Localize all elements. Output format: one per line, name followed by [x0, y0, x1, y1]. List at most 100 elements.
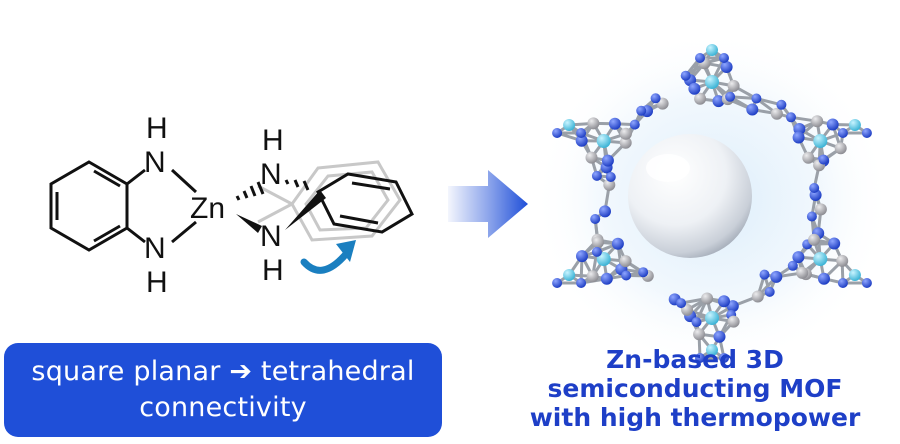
carbon-atom — [836, 254, 849, 267]
nitrogen-atom — [792, 131, 805, 144]
nitrogen-atom — [837, 278, 848, 288]
nitrogen-atom — [650, 93, 661, 104]
carbon-atom — [802, 151, 815, 164]
nitrogen-atom — [720, 61, 733, 73]
atom-h: H — [262, 124, 284, 157]
nitrogen-atom — [601, 154, 614, 167]
nitrogen-atom — [576, 278, 587, 288]
atom-n: N — [144, 146, 166, 179]
atom-n: N — [260, 158, 282, 191]
nitrogen-atom — [861, 128, 872, 138]
nitrogen-atom — [638, 267, 649, 278]
zinc-atom — [705, 311, 719, 325]
nitrogen-atom — [718, 295, 730, 308]
nitrogen-atom — [725, 91, 736, 102]
wedge-bond-ring — [285, 190, 326, 230]
atom-zn: Zn — [190, 192, 225, 225]
nitrogen-atom — [770, 270, 783, 283]
zinc-atom — [563, 119, 576, 131]
nitrogen-atom — [591, 170, 602, 181]
nitrogen-atom — [818, 272, 830, 285]
nitrogen-atom — [719, 53, 729, 63]
zinc-atom — [705, 75, 719, 89]
nitrogen-atom — [599, 205, 611, 218]
atom-n: N — [144, 232, 166, 265]
nitrogen-atom — [719, 353, 729, 363]
carbon-atom — [770, 107, 783, 120]
carbon-atom — [701, 292, 714, 305]
nitrogen-atom — [751, 93, 762, 104]
nitrogen-atom — [576, 250, 588, 263]
zinc-atom — [596, 134, 611, 148]
hashed-bond-ring-top — [284, 179, 310, 191]
right-benzene-ring — [316, 172, 414, 234]
nitrogen-atom — [621, 270, 632, 281]
nitrogen-atom — [861, 278, 872, 288]
carbon-atom — [808, 233, 821, 246]
nitrogen-atom — [605, 172, 616, 182]
zinc-atom — [706, 44, 718, 56]
nitrogen-atom — [826, 118, 839, 131]
nitrogen-atom — [776, 99, 787, 110]
nitrogen-atom — [680, 70, 691, 81]
zinc-atom — [848, 269, 861, 281]
nitrogen-atom — [726, 300, 739, 313]
zinc-atom — [706, 344, 718, 356]
zinc-atom — [813, 134, 828, 148]
left-benzene-ring — [49, 160, 129, 252]
wedge-bond — [236, 214, 262, 233]
carbon-atom — [592, 236, 604, 249]
nitrogen-atom — [576, 128, 587, 138]
nitrogen-atom — [806, 211, 817, 222]
hashed-bond — [235, 181, 265, 201]
nitrogen-atom — [600, 272, 613, 285]
nitrogen-atom — [590, 214, 601, 224]
framework-atoms-front — [552, 44, 872, 363]
nitrogen-atom — [787, 260, 798, 271]
carbon-atom — [694, 92, 707, 105]
carbon-atom — [603, 178, 616, 191]
curved-arrow-icon — [300, 240, 356, 274]
nitrogen-atom — [764, 286, 775, 297]
carbon-atom — [619, 136, 632, 149]
carbon-atom — [796, 266, 809, 279]
nitrogen-atom — [712, 95, 725, 108]
zn-complex-structure: H N N H Zn H N N H — [49, 112, 414, 299]
nitrogen-atom — [608, 117, 621, 130]
nitrogen-atom — [552, 128, 563, 138]
carbon-atom — [727, 315, 740, 328]
carbon-atom — [619, 255, 632, 268]
nitrogen-atom — [691, 317, 702, 328]
caption-line-1: Zn-based 3D — [606, 345, 784, 374]
carbon-atom — [619, 127, 632, 140]
nitrogen-atom — [591, 246, 602, 257]
nitrogen-atom — [688, 82, 701, 95]
atom-n: N — [260, 220, 282, 253]
caption-line-3: with high thermopower — [529, 403, 861, 432]
carbon-atom — [585, 151, 598, 164]
carbon-atom — [834, 142, 847, 155]
pore-sphere — [628, 134, 752, 258]
atom-h: H — [262, 254, 284, 287]
carbon-atom — [587, 117, 600, 130]
caption-line-2: semiconducting MOF — [547, 374, 843, 403]
nitrogen-atom — [695, 353, 705, 363]
mof-caption: Zn-based 3D semiconducting MOF with high… — [505, 345, 885, 432]
atom-h: H — [146, 266, 168, 299]
carbon-atom — [727, 79, 740, 92]
right-arrow-icon — [448, 170, 528, 238]
badge-line-2: connectivity — [139, 392, 307, 423]
carbon-atom — [751, 290, 764, 303]
nitrogen-atom — [695, 53, 705, 63]
nitrogen-atom — [746, 103, 759, 116]
nitrogen-atom — [809, 183, 820, 193]
carbon-atom — [814, 203, 827, 216]
nitrogen-atom — [629, 119, 640, 130]
nitrogen-atom — [792, 251, 805, 264]
nitrogen-atom — [676, 298, 687, 309]
ghost-planar-ring — [257, 160, 402, 242]
zinc-atom — [563, 269, 576, 281]
nitrogen-atom — [828, 237, 841, 250]
nitrogen-atom — [575, 134, 588, 147]
zinc-atom — [813, 252, 828, 266]
